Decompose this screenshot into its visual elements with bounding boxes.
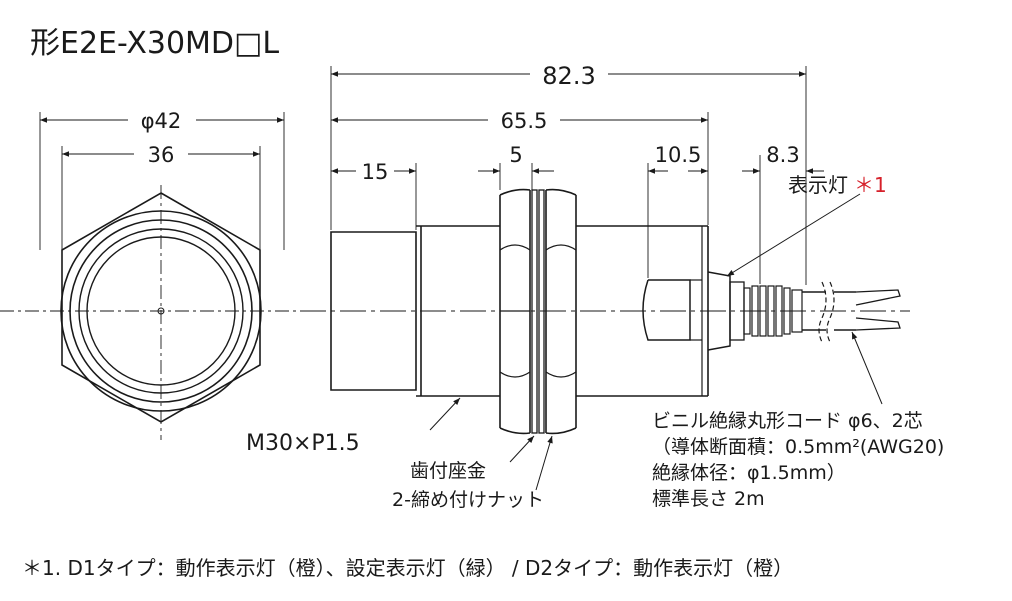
sensing-face [330, 231, 417, 391]
drawing-title: 形E2E-X30MD□L [30, 26, 280, 61]
leader-indicator [726, 193, 861, 277]
label-cable-line2: （導体断面積：0.5mm²(AWG20) [652, 436, 944, 458]
dim-82-label: 82.3 [542, 62, 595, 90]
dim-15-label: 15 [362, 160, 389, 184]
dim-10-label: 10.5 [655, 143, 702, 167]
label-washer: 歯付座金 [410, 460, 486, 482]
threaded-body [416, 225, 500, 397]
cable [802, 281, 901, 343]
side-view: 82.3 65.5 15 5 10.5 8.3 [300, 62, 910, 491]
footnote: ＊1. D1タイプ：動作表示灯（橙）、設定表示灯（緑） / D2タイプ：動作表示… [22, 556, 794, 580]
rear-boss [642, 279, 691, 341]
cable-bushing [729, 281, 803, 341]
leader-cable [851, 331, 883, 405]
dim-phi42-label: φ42 [141, 109, 182, 133]
front-center-point [157, 307, 165, 315]
leader-washer [509, 435, 535, 463]
leader-nut [535, 435, 553, 491]
dim-65-label: 65.5 [501, 109, 548, 133]
nut-rear [545, 188, 577, 435]
label-thread: M30×P1.5 [246, 431, 360, 456]
label-cable-line1: ビニル絶縁丸形コード φ6、2芯 [652, 410, 923, 432]
dim-5-label: 5 [509, 143, 522, 167]
label-cable-line3: 絶縁体径：φ1.5mm） [652, 462, 846, 484]
dim-36-label: 36 [148, 143, 175, 167]
label-cable-line4: 標準長さ 2m [652, 488, 765, 510]
toothed-washer [531, 189, 545, 434]
label-indicator-note-mark: ＊1 [854, 173, 887, 197]
dim-8-label: 8.3 [766, 143, 799, 167]
nut-front [499, 188, 531, 435]
label-nut: 2-締め付けナット [392, 489, 544, 511]
front-view: φ42 36 [0, 109, 300, 440]
leader-thread [429, 397, 461, 431]
label-indicator: 表示灯 [788, 173, 848, 197]
